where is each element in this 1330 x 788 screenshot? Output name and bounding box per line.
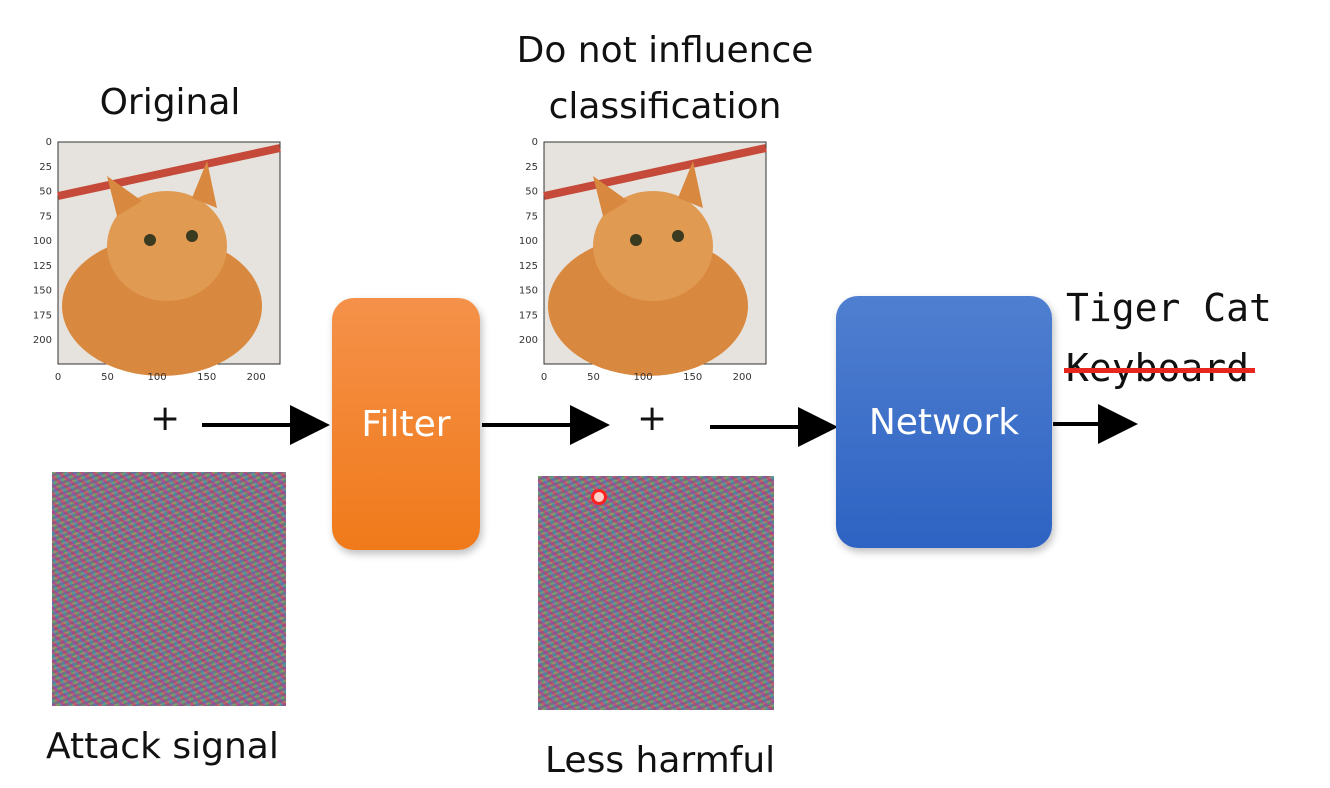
y-tick-label: 125 — [33, 261, 52, 272]
cat-ear-right — [678, 161, 703, 208]
filtered-image-plot: 0 25 50 75 100 125 150 175 200 0 50 100 150 200 — [508, 136, 778, 386]
attack-signal-label: Attack signal — [46, 726, 279, 767]
filtered-plot-svg: 0 25 50 75 100 125 150 175 200 0 50 100 150 200 — [519, 137, 767, 383]
y-tick-label: 25 — [525, 162, 538, 173]
y-tick-label: 0 — [532, 137, 538, 148]
y-tick-label: 75 — [39, 211, 52, 222]
y-tick-label: 25 — [39, 162, 52, 173]
cat-eye-left — [630, 234, 642, 246]
original-plot-svg: 0 25 50 75 100 125 150 175 200 0 50 100 150 200 — [33, 137, 281, 383]
do-not-influence-label-line2: classification — [548, 86, 782, 127]
network-label: Network — [868, 401, 1020, 443]
cat-ear-right — [192, 161, 217, 208]
y-tick-label: 200 — [33, 335, 52, 346]
original-label: Original — [99, 82, 241, 123]
y-tick-label: 0 — [46, 137, 52, 148]
do-not-influence-label-line1: Do not influence — [516, 30, 814, 71]
filtered-noise-image — [538, 476, 774, 710]
y-tick-label: 50 — [525, 187, 538, 198]
cat-ear-left — [107, 176, 142, 216]
cat-eye-left — [144, 234, 156, 246]
filter-label: Filter — [361, 403, 451, 445]
attack-signal-noise-image — [52, 472, 286, 706]
y-tick-label: 125 — [519, 261, 538, 272]
x-tick-label: 100 — [634, 372, 653, 383]
red-dot-marker — [591, 489, 607, 505]
x-tick-label: 0 — [541, 372, 547, 383]
y-tick-label: 50 — [39, 187, 52, 198]
cat-eye-right — [186, 230, 198, 242]
background-stripe — [57, 144, 281, 200]
y-tick-label: 100 — [33, 236, 52, 247]
original-axis-ticks: 0 25 50 75 100 125 150 175 200 0 50 100 150 200 — [33, 137, 266, 383]
x-tick-label: 50 — [587, 372, 600, 383]
filtered-axis-ticks: 0 25 50 75 100 125 150 175 200 0 50 100 150 200 — [519, 137, 752, 383]
cat-ear-left — [593, 176, 628, 216]
rejected-prediction-keyboard: Keyboard — [1064, 346, 1256, 390]
strikethrough-line — [1064, 368, 1256, 373]
cat-eye-right — [672, 230, 684, 242]
y-tick-label: 175 — [519, 310, 538, 321]
background-stripe — [543, 144, 767, 200]
y-tick-label: 150 — [33, 286, 52, 297]
y-tick-label: 200 — [519, 335, 538, 346]
y-tick-label: 75 — [525, 211, 538, 222]
x-tick-label: 0 — [55, 372, 61, 383]
x-tick-label: 150 — [683, 372, 702, 383]
x-tick-label: 200 — [733, 372, 752, 383]
x-tick-label: 200 — [247, 372, 266, 383]
y-tick-label: 100 — [519, 236, 538, 247]
x-tick-label: 150 — [197, 372, 216, 383]
x-tick-label: 100 — [148, 372, 167, 383]
prediction-tiger-cat: Tiger Cat — [1066, 286, 1272, 330]
cat-head — [107, 191, 227, 301]
y-tick-label: 150 — [519, 286, 538, 297]
cat-head — [593, 191, 713, 301]
plus-sign-right: + — [637, 398, 668, 439]
plus-sign-left: + — [150, 398, 181, 439]
x-tick-label: 50 — [101, 372, 114, 383]
less-harmful-label: Less harmful — [545, 740, 776, 781]
y-tick-label: 175 — [33, 310, 52, 321]
filter-block: Filter — [332, 298, 480, 550]
original-image-plot: 0 25 50 75 100 125 150 175 200 0 50 100 150 200 — [22, 136, 292, 386]
network-block: Network — [836, 296, 1052, 548]
